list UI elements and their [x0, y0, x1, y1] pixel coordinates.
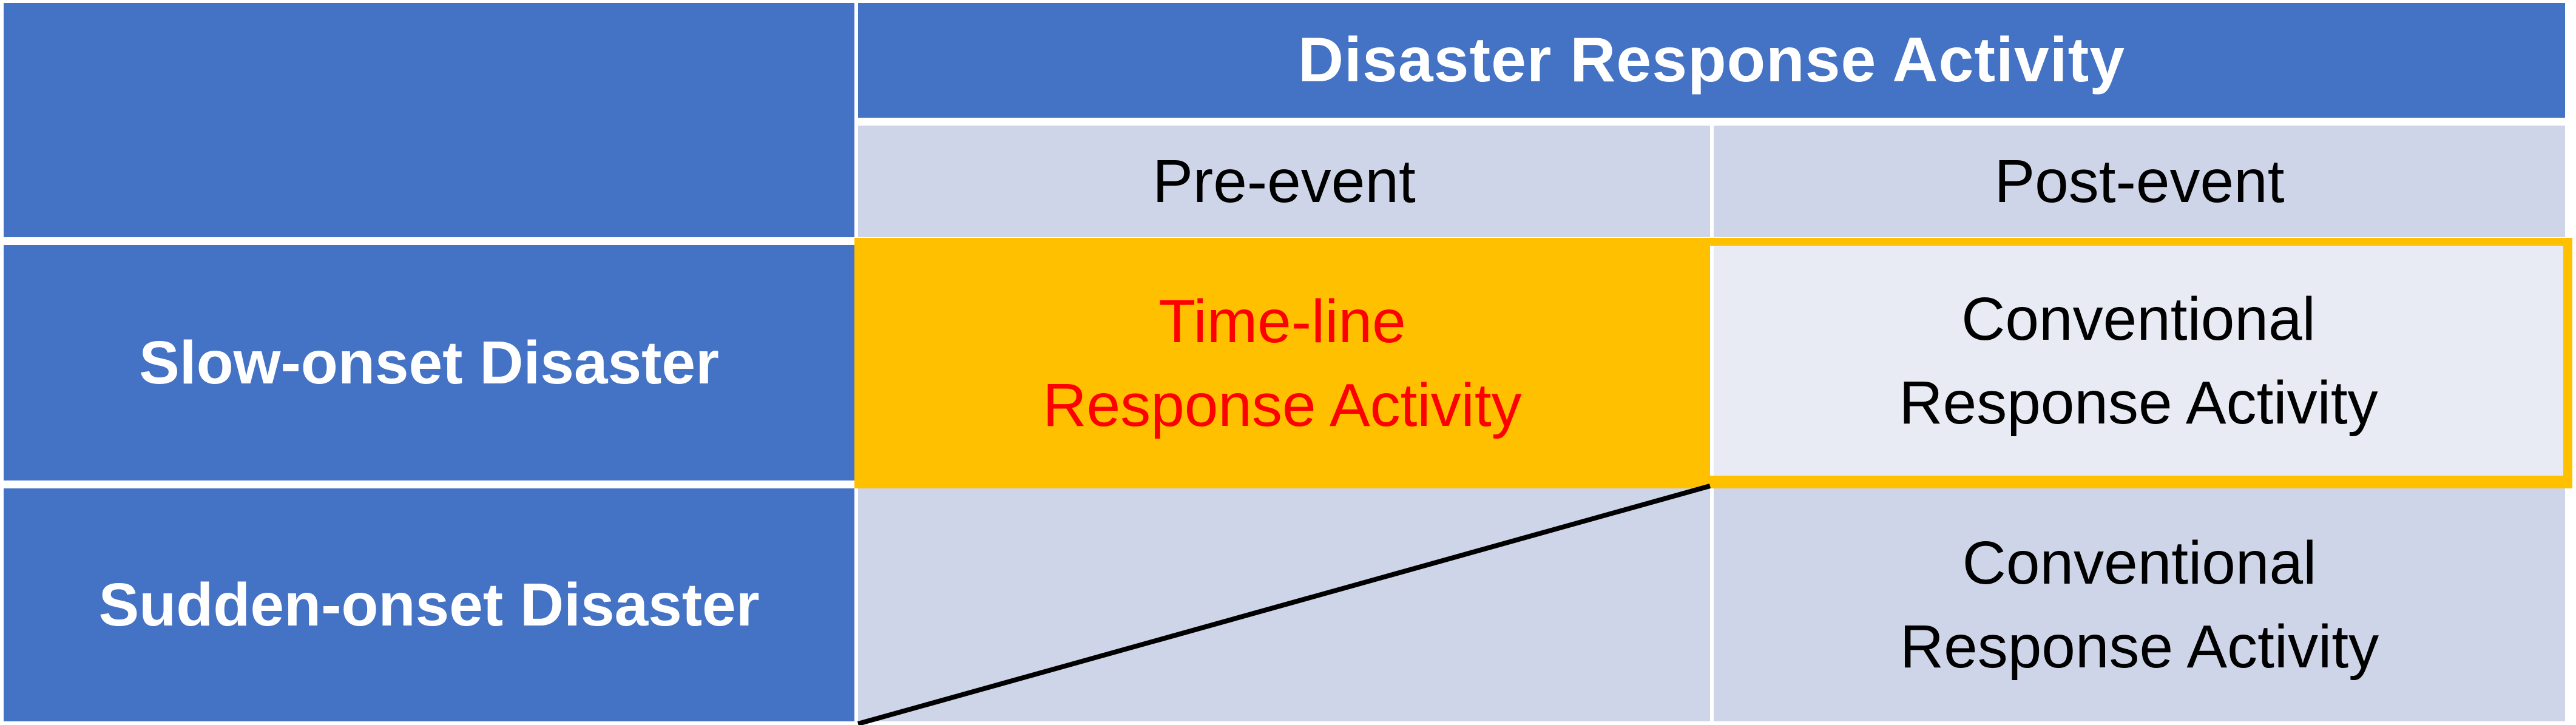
cell-divider [1710, 246, 1714, 476]
cell-slow-onset-pre-event: Time-line Response Activity [854, 238, 1710, 488]
row-header-slow-onset: Slow-onset Disaster [4, 245, 854, 481]
column-header-pre-event: Pre-event [858, 126, 1710, 237]
column-header-pre-event-label: Pre-event [1152, 147, 1416, 215]
diagonal-line-icon [857, 484, 1711, 725]
conventional-sudden-line2: Response Activity [1899, 613, 2379, 681]
cell-sudden-onset-post-event: Conventional Response Activity [1714, 488, 2565, 721]
timeline-text-line1: Time-line [1158, 287, 1406, 356]
corner-cell [4, 3, 854, 237]
header-title: Disaster Response Activity [1297, 25, 2126, 95]
timeline-text-line2: Response Activity [1043, 371, 1522, 439]
cell-sudden-onset-pre-event [857, 484, 1711, 725]
column-header-post-event: Post-event [1714, 126, 2565, 237]
row-header-sudden-onset-label: Sudden-onset Disaster [98, 570, 760, 639]
header-cell: Disaster Response Activity [858, 3, 2565, 118]
conventional-sudden-line1: Conventional [1962, 529, 2317, 597]
conventional-slow-line1: Conventional [1961, 285, 2316, 353]
row-header-slow-onset-label: Slow-onset Disaster [139, 328, 719, 397]
row-header-sudden-onset: Sudden-onset Disaster [4, 488, 854, 721]
cell-slow-onset-post-event: Conventional Response Activity [1714, 246, 2563, 476]
column-header-post-event-label: Post-event [1994, 147, 2285, 215]
slow-onset-highlight-outline: Time-line Response Activity Conventional… [854, 238, 2572, 488]
conventional-slow-line2: Response Activity [1899, 368, 2378, 437]
